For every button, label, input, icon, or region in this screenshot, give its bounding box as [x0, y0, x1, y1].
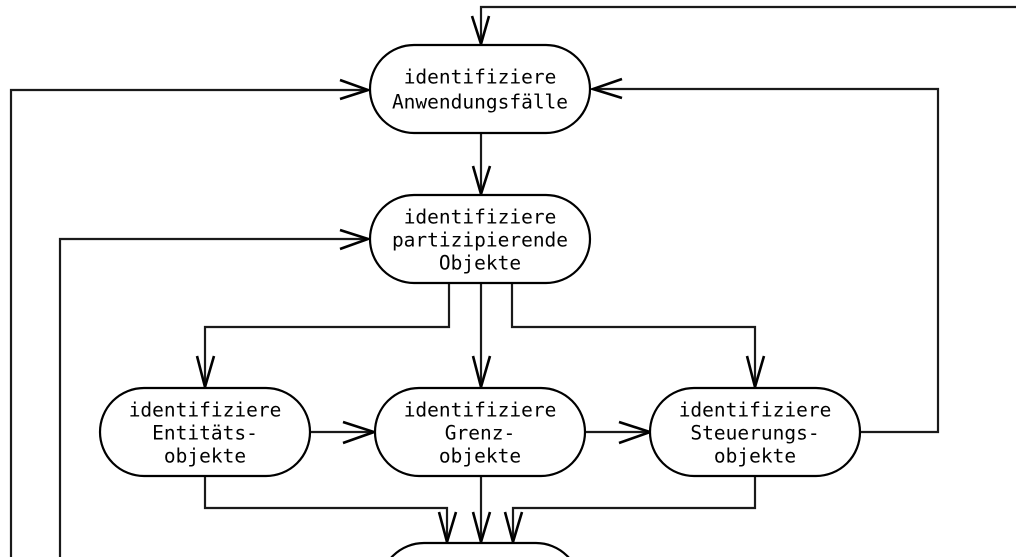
node-control-objects-shape[interactable] — [648, 386, 862, 478]
node-use-cases[interactable]: identifiziere Anwendungsfälle — [368, 43, 592, 135]
node-entity-objects-shape[interactable] — [98, 386, 312, 478]
arrowhead-into-participating-left — [339, 228, 373, 251]
node-boundary-objects-line3: objekte — [439, 445, 521, 468]
node-boundary-objects-line1: identifiziere — [404, 399, 557, 422]
node-entity-objects-line2: Entitäts- — [152, 422, 258, 445]
node-entity-objects-line3: objekte — [164, 445, 246, 468]
edge-participating-to-entity — [203, 283, 451, 387]
node-entity-objects[interactable]: identifiziere Entitäts- objekte — [98, 386, 312, 478]
node-participating-objects-shape[interactable] — [368, 193, 592, 285]
node-bottom-partial[interactable] — [380, 541, 580, 557]
node-control-objects-line2: Steuerungs- — [690, 422, 819, 445]
arrowhead-into-use-cases-left — [339, 78, 373, 101]
edge-entity-to-bottom — [203, 476, 449, 542]
edge-left-inner-feedback-into-participating — [58, 237, 368, 557]
arrowhead-into-use-cases-right — [588, 77, 623, 100]
node-participating-objects-line1: identifiziere — [404, 206, 557, 229]
node-boundary-objects-line2: Grenz- — [445, 422, 515, 445]
node-use-cases-line2: Anwendungsfälle — [392, 91, 568, 114]
node-boundary-objects[interactable]: identifiziere Grenz- objekte — [373, 386, 587, 478]
edge-control-to-bottom — [511, 476, 757, 542]
node-control-objects-line3: objekte — [714, 445, 796, 468]
node-control-objects-line1: identifiziere — [679, 399, 832, 422]
node-entity-objects-line1: identifiziere — [129, 399, 282, 422]
edge-left-outer-feedback-into-use-cases — [9, 88, 368, 557]
edge-layer — [9, 5, 1016, 557]
node-use-cases-shape[interactable] — [368, 43, 592, 135]
node-control-objects[interactable]: identifiziere Steuerungs- objekte — [648, 386, 862, 478]
edge-participating-to-control — [510, 283, 757, 387]
edge-top-feedback-into-use-cases — [479, 5, 1016, 44]
edge-control-objects-to-use-cases — [593, 87, 940, 434]
node-participating-objects-line2: partizipierende — [392, 229, 568, 252]
node-use-cases-line1: identifiziere — [404, 66, 557, 89]
node-participating-objects[interactable]: identifiziere partizipierende Objekte — [368, 193, 592, 285]
node-bottom-partial-shape[interactable] — [380, 541, 580, 557]
node-participating-objects-line3: Objekte — [439, 252, 521, 275]
node-boundary-objects-shape[interactable] — [373, 386, 587, 478]
